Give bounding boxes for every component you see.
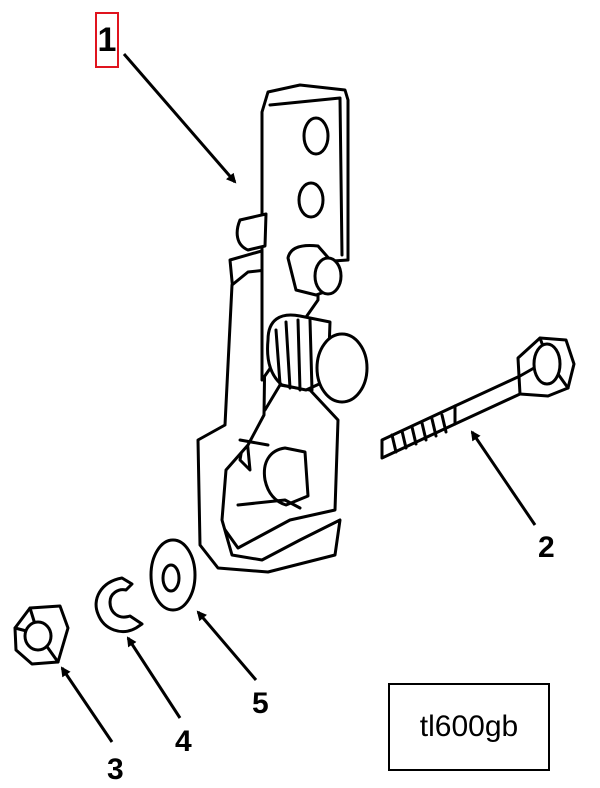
hex-nut-part xyxy=(13,604,70,666)
figure-id-box: tl600gb xyxy=(388,683,550,771)
bolt-part xyxy=(380,336,576,460)
bracket-part xyxy=(196,83,369,574)
leader-arrow-1 xyxy=(122,53,237,184)
lock-washer-part xyxy=(94,576,144,633)
callout-5: 5 xyxy=(252,687,269,720)
leader-arrow-2 xyxy=(470,430,537,526)
leader-arrow-3 xyxy=(60,666,114,743)
callout-1: 1 xyxy=(95,12,119,68)
flat-washer-part xyxy=(149,538,197,612)
leader-arrow-5 xyxy=(196,610,258,681)
leader-arrow-4 xyxy=(126,636,182,719)
callout-4: 4 xyxy=(175,725,192,758)
callout-3: 3 xyxy=(107,753,124,786)
callout-2: 2 xyxy=(538,531,555,564)
